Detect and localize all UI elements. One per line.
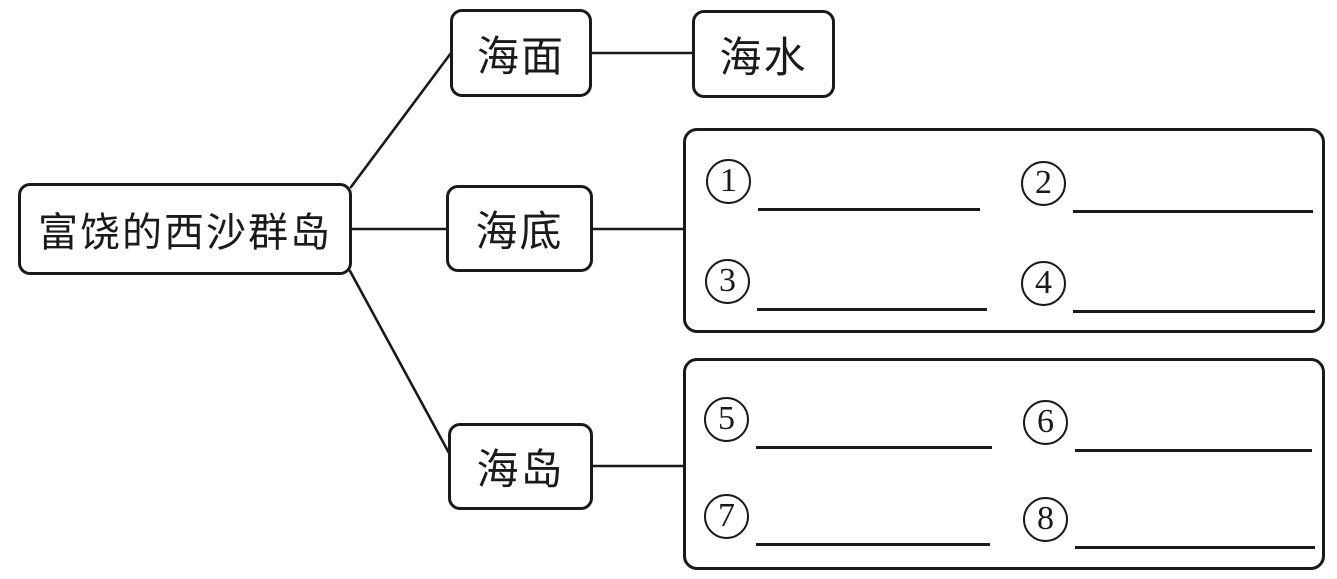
blank-item-3: 3 (705, 259, 987, 311)
blank-item-4: 4 (1021, 261, 1315, 313)
circled-number-6: 6 (1023, 400, 1068, 445)
fill-in-blank-line-5 (756, 446, 992, 449)
blank-item-2: 2 (1021, 161, 1313, 213)
circled-number-3: 3 (705, 259, 750, 304)
fill-in-blank-line-8 (1075, 546, 1315, 549)
leaf-node-sea-water: 海水 (692, 10, 835, 98)
fill-in-blank-line-6 (1075, 449, 1312, 452)
fill-in-blank-line-1 (758, 208, 980, 211)
blank-item-8: 8 (1023, 497, 1315, 549)
fill-in-blank-line-7 (756, 543, 990, 546)
branch-node-sea-surface: 海面 (450, 9, 592, 97)
island-detail-box: 5 6 7 8 (683, 358, 1325, 570)
connector-root-to-sea-surface (349, 51, 453, 189)
root-node: 富饶的西沙群岛 (18, 183, 352, 275)
blank-item-6: 6 (1023, 400, 1312, 452)
branch-node-island: 海岛 (448, 423, 593, 510)
circled-number-1: 1 (706, 159, 751, 204)
blank-item-1: 1 (706, 159, 980, 211)
connector-root-to-island (348, 269, 451, 455)
fill-in-blank-line-4 (1073, 310, 1315, 313)
circled-number-7: 7 (704, 494, 749, 539)
circled-number-5: 5 (704, 397, 749, 442)
circled-number-4: 4 (1021, 261, 1066, 306)
fill-in-blank-line-2 (1073, 210, 1313, 213)
blank-item-7: 7 (704, 494, 990, 546)
branch-node-seabed: 海底 (446, 185, 593, 272)
fill-in-blank-line-3 (757, 308, 987, 311)
circled-number-2: 2 (1021, 161, 1066, 206)
blank-item-5: 5 (704, 397, 992, 449)
seabed-detail-box: 1 2 3 4 (683, 128, 1325, 333)
circled-number-8: 8 (1023, 497, 1068, 542)
